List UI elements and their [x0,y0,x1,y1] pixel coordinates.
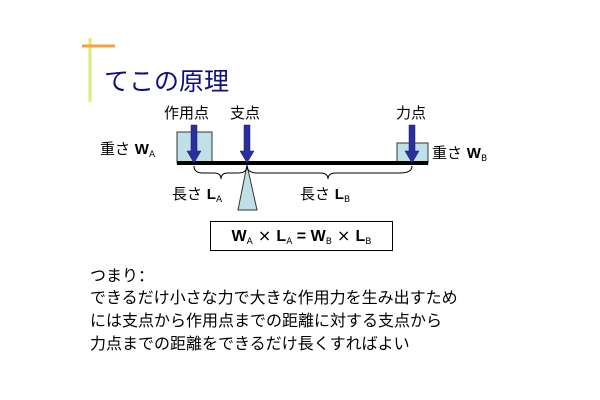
length-a-label: 長さ LA [172,185,223,205]
conclusion-line-1: できるだけ小さな力で大きな作用力を生み出すため [90,288,458,307]
weight-b-label: 重さ WB [432,144,488,164]
effort-arrow-icon [186,124,202,164]
length-b-label: 長さ LB [300,185,351,205]
fulcrum-triangle [237,164,258,211]
force-point-label: 力点 [396,104,427,122]
lever-formula: WA × LA = WB × LB [210,221,393,251]
slide-title: てこの原理 [104,67,230,96]
weight-a-label: 重さ WA [100,140,156,160]
conclusion-line-3: 力点までの距離をできるだけ長くすればよい [90,334,410,353]
length-a-brace [193,165,248,180]
lever-beam [177,161,428,165]
arrows [186,124,420,164]
force-arrow-icon [404,124,420,164]
conclusion-heading: つまり： [90,266,155,285]
conclusion-line-2: には支点から作用点までの距離に対する支点から [90,311,443,330]
effort-point-label: 作用点 [164,104,210,122]
length-b-brace [246,165,413,180]
fulcrum-label: 支点 [230,104,261,122]
fulcrum-arrow-icon [239,124,255,164]
